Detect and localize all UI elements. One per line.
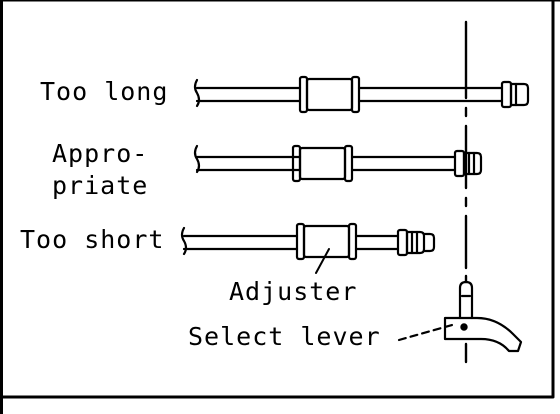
label-appropriate-line1: Appro- [52,139,149,168]
label-adjuster: Adjuster [229,277,358,306]
select-lever-leader [397,323,454,342]
label-select-lever: Select lever [188,322,381,351]
label-appropriate-line2: priate [52,171,149,200]
select-lever [397,280,523,353]
cable-too-long [193,75,530,114]
adjuster-leader-line [315,248,330,274]
label-too-long: Too long [40,77,169,106]
cable-too-short [180,222,436,261]
cable-appropriate [193,144,483,183]
label-too-short: Too short [20,225,165,254]
